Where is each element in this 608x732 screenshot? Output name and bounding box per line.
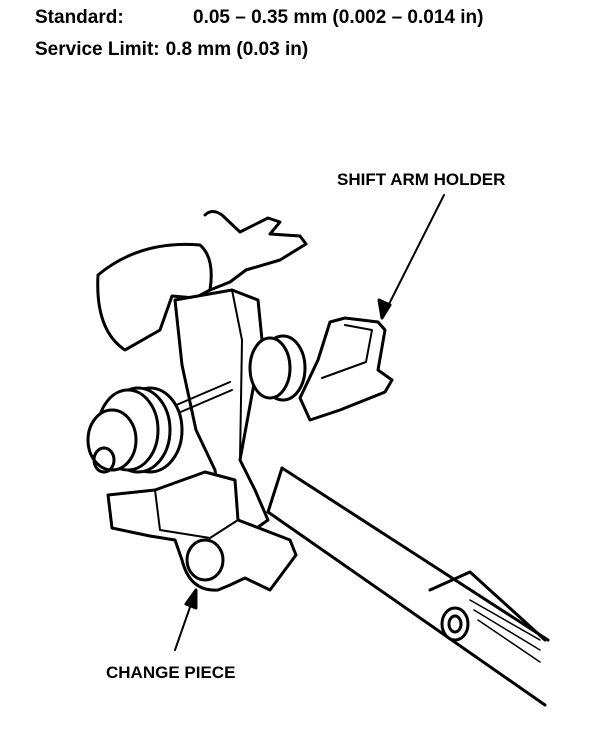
service-limit-label: Service Limit: — [35, 39, 160, 60]
shift-arm — [159, 288, 307, 542]
change-piece — [106, 470, 298, 592]
shift-arm-holder-leader — [377, 194, 445, 320]
service-limit-value: 0.8 mm (0.03 in) — [165, 39, 309, 60]
standard-spec-row: Standard: 0.05 – 0.35 mm (0.002 – 0.014 i… — [35, 8, 483, 28]
service-limit-spec-row: Service Limit:0.8 mm (0.03 in) — [35, 40, 308, 60]
standard-label: Standard: — [35, 7, 124, 28]
shift-arm-holder — [96, 210, 394, 422]
gauge-rod — [266, 466, 550, 707]
shift-arm-holder-label: SHIFT ARM HOLDER — [337, 170, 506, 189]
shaft-end-bearing — [86, 386, 184, 474]
change-piece-label: CHANGE PIECE — [106, 663, 236, 682]
standard-value: 0.05 – 0.35 mm (0.002 – 0.014 in) — [193, 7, 484, 28]
change-piece-leader — [174, 588, 198, 651]
